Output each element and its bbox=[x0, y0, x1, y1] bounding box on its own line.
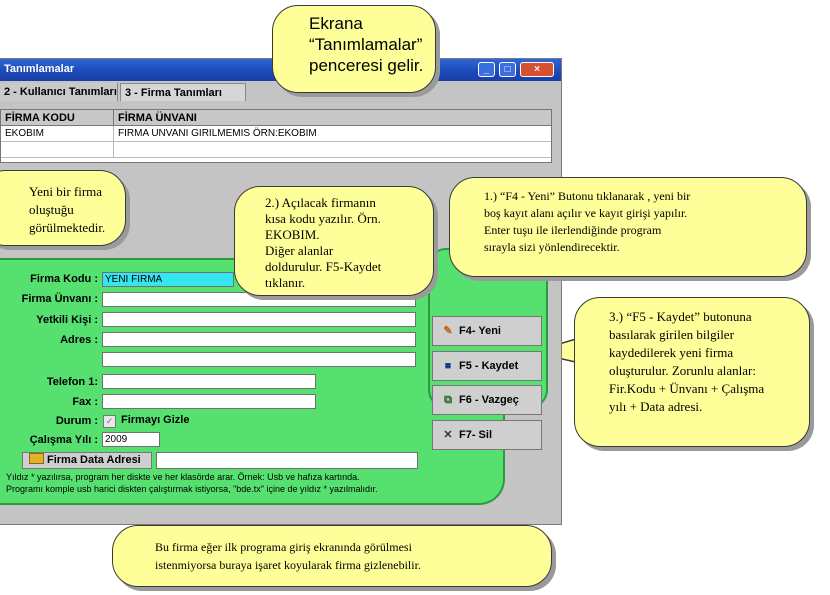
grid-cell-name[interactable]: FIRMA UNVANI GIRILMEMIS ÖRN:EKOBIM bbox=[114, 126, 551, 142]
callout-f5-line-1: 3.) “F5 - Kaydet” butonuna bbox=[609, 309, 752, 324]
firma-kodu-label: Firma Kodu : bbox=[30, 273, 98, 285]
callout-ekrana-line-3: penceresi gelir. bbox=[309, 56, 424, 75]
yetkili-kisi-label: Yetkili Kişi : bbox=[36, 314, 98, 326]
data-adresi-note-1: Yıldız * yazılırsa, program her diskte v… bbox=[6, 472, 360, 482]
callout-f5-line-5: Fir.Kodu + Ünvanı + Çalışma bbox=[609, 381, 765, 396]
callout-kisa-kod-line-5: doldurulur. F5-Kaydet bbox=[265, 259, 382, 274]
firmayi-gizle-label: Firmayı Gizle bbox=[121, 414, 190, 426]
cancel-icon: ⧉ bbox=[444, 394, 452, 406]
column-header-firma-kodu[interactable]: FİRMA KODU bbox=[1, 110, 114, 126]
callout-f5-line-3: kaydedilerek yeni firma bbox=[609, 345, 734, 360]
callout-ekrana-line-1: Ekrana bbox=[309, 14, 363, 33]
callout-f5-line-4: oluşturulur. Zorunlu alanlar: bbox=[609, 363, 756, 378]
window-title: Tanımlamalar bbox=[4, 63, 75, 75]
grid-cell-new-name[interactable] bbox=[114, 142, 551, 158]
callout-kisa-kod-line-2: kısa kodu yazılır. Örn. bbox=[265, 211, 381, 226]
durum-label: Durum : bbox=[55, 415, 98, 427]
callout-f4-line-2: boş kayıt alanı açılır ve kayıt girişi y… bbox=[484, 206, 688, 220]
firma-kodu-input[interactable]: YENI FIRMA bbox=[102, 272, 234, 287]
firma-grid: FİRMA KODU FİRMA ÜNVANI EKOBIM FIRMA UNV… bbox=[0, 109, 552, 163]
data-adresi-note-2: Programı komple usb harici diskten çalış… bbox=[6, 484, 378, 494]
callout-kisa-kod-line-1: 2.) Açılacak firmanın bbox=[265, 195, 376, 210]
callout-f5-kaydet: 3.) “F5 - Kaydet” butonuna basılarak gir… bbox=[574, 297, 810, 447]
adres-label: Adres : bbox=[60, 334, 98, 346]
maximize-button[interactable]: □ bbox=[499, 62, 516, 77]
sil-button-label: F7- Sil bbox=[459, 429, 493, 441]
callout-ekrana-line-2: “Tanımlamalar” bbox=[309, 35, 423, 54]
minimize-button[interactable]: _ bbox=[478, 62, 495, 77]
kaydet-button[interactable]: ■ F5 - Kaydet bbox=[432, 351, 542, 381]
tab-kullanici-tanimlari[interactable]: 2 - Kullanıcı Tanımları bbox=[0, 83, 118, 101]
callout-ekrana: Ekrana “Tanımlamalar” penceresi gelir. bbox=[272, 5, 436, 93]
callout-f5-line-2: basılarak girilen bilgiler bbox=[609, 327, 734, 342]
firma-data-adresi-label: Firma Data Adresi bbox=[47, 454, 141, 466]
callout-f5-line-6: yılı + Data adresi. bbox=[609, 399, 703, 414]
tab-firma-tanimlari[interactable]: 3 - Firma Tanımları bbox=[120, 83, 246, 101]
calisma-yili-input[interactable]: 2009 bbox=[102, 432, 160, 447]
calisma-yili-label: Çalışma Yılı : bbox=[29, 434, 98, 446]
callout-gizle: Bu firma eğer ilk programa giriş ekranın… bbox=[112, 525, 552, 587]
close-button[interactable]: × bbox=[520, 62, 554, 77]
adres-input-2[interactable] bbox=[102, 352, 416, 367]
column-header-firma-unvani[interactable]: FİRMA ÜNVANI bbox=[114, 110, 551, 126]
vazgec-button-label: F6 - Vazgeç bbox=[459, 394, 519, 406]
vazgec-button[interactable]: ⧉ F6 - Vazgeç bbox=[432, 385, 542, 415]
new-record-icon: ✎ bbox=[443, 325, 453, 337]
grid-cell-new-code[interactable] bbox=[1, 142, 114, 158]
kaydet-button-label: F5 - Kaydet bbox=[459, 360, 519, 372]
fax-label: Fax : bbox=[72, 396, 98, 408]
callout-yeni-firma-line-3: görülmektedir. bbox=[29, 220, 106, 235]
callout-kisa-kod-line-3: EKOBIM. bbox=[265, 227, 320, 242]
save-icon: ■ bbox=[444, 360, 452, 372]
yetkili-kisi-input[interactable] bbox=[102, 312, 416, 327]
firma-data-adresi-input[interactable] bbox=[156, 452, 418, 469]
callout-f4-line-1: 1.) “F4 - Yeni” Butonu tıklanarak , yeni… bbox=[484, 189, 691, 203]
firmayi-gizle-checkbox[interactable]: ✓ bbox=[103, 415, 116, 428]
sil-button[interactable]: ✕ F7- Sil bbox=[432, 420, 542, 450]
telefon-input[interactable] bbox=[102, 374, 316, 389]
adres-input-1[interactable] bbox=[102, 332, 416, 347]
callout-f4-line-3: Enter tuşu ile ilerlendiğinde program bbox=[484, 223, 662, 237]
callout-gizle-line-2: istenmiyorsa buraya işaret koyularak fir… bbox=[155, 558, 421, 572]
delete-icon: ✕ bbox=[443, 429, 453, 441]
callout-kisa-kod-line-4: Diğer alanlar bbox=[265, 243, 334, 258]
callout-yeni-firma-line-2: oluştuğu bbox=[29, 202, 74, 217]
fax-input[interactable] bbox=[102, 394, 316, 409]
firma-data-adresi-button[interactable]: Firma Data Adresi bbox=[22, 452, 152, 469]
callout-yeni-firma-line-1: Yeni bir firma bbox=[29, 184, 103, 199]
callout-f4-yeni: 1.) “F4 - Yeni” Butonu tıklanarak , yeni… bbox=[449, 177, 807, 277]
callout-kisa-kod-line-6: tıklanır. bbox=[265, 275, 306, 290]
callout-kisa-kod: 2.) Açılacak firmanın kısa kodu yazılır.… bbox=[234, 186, 434, 296]
telefon-label: Telefon 1: bbox=[46, 376, 98, 388]
callout-f4-line-4: sırayla sizi yönlendirecektir. bbox=[484, 240, 620, 254]
callout-yeni-firma: Yeni bir firma oluştuğu görülmektedir. bbox=[0, 170, 126, 246]
firma-unvani-label: Firma Ünvanı : bbox=[21, 293, 98, 305]
grid-cell-code[interactable]: EKOBIM bbox=[1, 126, 114, 142]
yeni-button[interactable]: ✎ F4- Yeni bbox=[432, 316, 542, 346]
yeni-button-label: F4- Yeni bbox=[459, 325, 501, 337]
folder-icon bbox=[29, 453, 44, 464]
callout-gizle-line-1: Bu firma eğer ilk programa giriş ekranın… bbox=[155, 540, 412, 554]
